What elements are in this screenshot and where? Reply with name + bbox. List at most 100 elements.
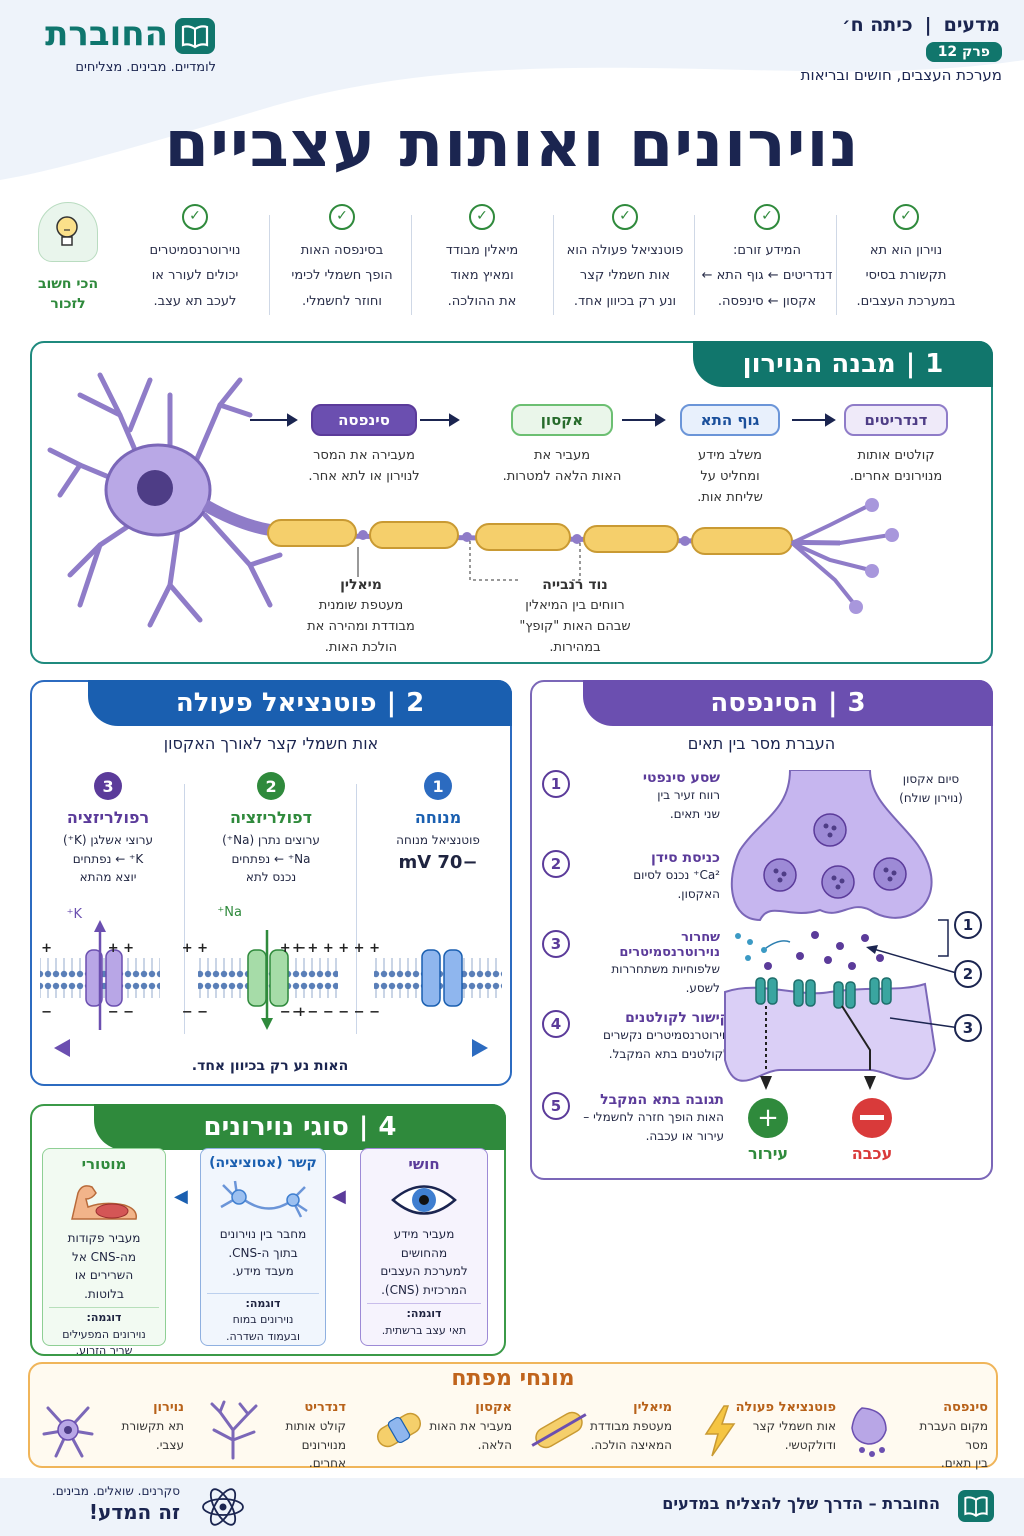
key-terms-title: מונחי מפתח	[451, 1366, 575, 1391]
svg-text:+: +	[757, 1103, 779, 1133]
brand-logo-icon	[175, 18, 215, 54]
potassium-ion: K⁺	[67, 907, 83, 922]
sodium-ion: Na⁺	[217, 905, 242, 920]
check-icon: ✓	[329, 204, 355, 230]
section2-subtitle: אות חשמלי קצר לאורך האקסון	[163, 734, 379, 753]
svg-text:− −: − −	[108, 1005, 134, 1020]
neuron-diagram	[47, 372, 899, 628]
section4-title: סוגי נוירונים	[203, 1112, 349, 1142]
svg-text:+ −: + −	[280, 1005, 306, 1020]
svg-text:− −: − −	[182, 1005, 208, 1020]
section4-tab: 4|סוגי נוירונים	[94, 1104, 506, 1150]
header-background	[0, 0, 1024, 180]
inhibit-label: עכבה	[851, 1144, 893, 1163]
atom-icon	[202, 1488, 244, 1526]
diagram-num-3: 3	[954, 1014, 982, 1042]
stage-repolarization: 3 רפולריזציה ערוצי אשלגן (K⁺) K⁺ ← נפתחי…	[36, 772, 180, 887]
lightbulb-icon	[38, 202, 98, 262]
synapse-label: סינפסה	[311, 404, 417, 436]
footer	[0, 1478, 1024, 1536]
footer-motto-2: זה המדע!	[88, 1500, 180, 1524]
section1-number: 1	[925, 349, 944, 379]
footer-tagline: החוברת – הדרך שלך להצליח במדעים	[662, 1494, 940, 1513]
section2-tab: 2|פוטנציאל פעולה	[88, 680, 512, 726]
stage-rest: 1 מנוחה פוטנציאל מנוחה −70 mV	[370, 772, 506, 873]
myelin-icon	[531, 1411, 587, 1449]
footer-book-icon	[958, 1490, 994, 1522]
arrow-left-icon: ◀	[332, 1186, 346, 1207]
section1-title: מבנה הנוירון	[742, 349, 896, 379]
dendrite-icon	[210, 1400, 258, 1460]
step-1-num: 1	[542, 770, 570, 798]
unit-label: מערכת העצבים, חושים ובריאות	[800, 66, 1002, 84]
step-3-num: 3	[542, 930, 570, 958]
check-icon: ✓	[182, 204, 208, 230]
brand-slogan: לומדיים. מבינים. מצליחים	[75, 60, 216, 75]
check-icon: ✓	[893, 204, 919, 230]
key-point-2: ✓המידע זורם:דנדריטים ← גוף התא ←אקסון ← …	[700, 200, 834, 318]
step-5-num: 5	[542, 1092, 570, 1120]
synapse-icon	[851, 1407, 887, 1457]
key-terms-panel	[28, 1362, 998, 1468]
excite-label: עירור	[747, 1144, 789, 1163]
dendrites-label: דנדריטים	[844, 404, 948, 436]
section3-subtitle: העברת מסר בין תאים	[687, 734, 836, 753]
subject-label: מדעים	[943, 14, 1000, 36]
step-4-num: 4	[542, 1010, 570, 1038]
diagram-num-2: 2	[954, 960, 982, 988]
section3-title: הסינפסה	[710, 688, 819, 718]
section2-title: פוטנציאל פעולה	[175, 688, 377, 718]
membrane-channels-diagram: + + + + − − − − + + − + − − + − + + + + + + − −…	[36, 905, 502, 1057]
check-icon: ✓	[612, 204, 638, 230]
eye-icon	[391, 1185, 457, 1215]
arrow-left-icon: ◀	[174, 1186, 188, 1207]
check-icon: ✓	[754, 204, 780, 230]
section3-tab: 3|הסינפסה	[583, 680, 993, 726]
axon-label: אקסון	[511, 404, 613, 436]
lightning-icon	[704, 1405, 736, 1457]
svg-text:+ +: + +	[108, 941, 134, 956]
svg-text:+ +: + +	[36, 941, 52, 956]
svg-text:− −: − −	[36, 1005, 52, 1020]
svg-text:+ +: + +	[182, 941, 208, 956]
cell-body-label: גוף התא	[680, 404, 780, 436]
footer-motto: סקרנים. שואלים. מבינים.	[51, 1484, 180, 1498]
step-2-num: 2	[542, 850, 570, 878]
svg-text:− +: − +	[280, 941, 306, 956]
interneuron-icon	[220, 1180, 308, 1218]
page-title: נוירונים ואותות עצביים	[164, 108, 860, 182]
section-synapse	[530, 680, 993, 1180]
brand-name: החוברת	[45, 14, 168, 54]
svg-text:+ + + + + +: + + + + + +	[292, 941, 380, 956]
svg-text:− − − − − −: − − − − − −	[292, 1005, 380, 1020]
section1-tab: 1|מבנה הנוירון	[693, 341, 993, 387]
diagram-num-1: 1	[954, 911, 982, 939]
grade-label: כיתה ח׳	[842, 14, 913, 36]
synapse-diagram: +	[724, 770, 961, 1138]
